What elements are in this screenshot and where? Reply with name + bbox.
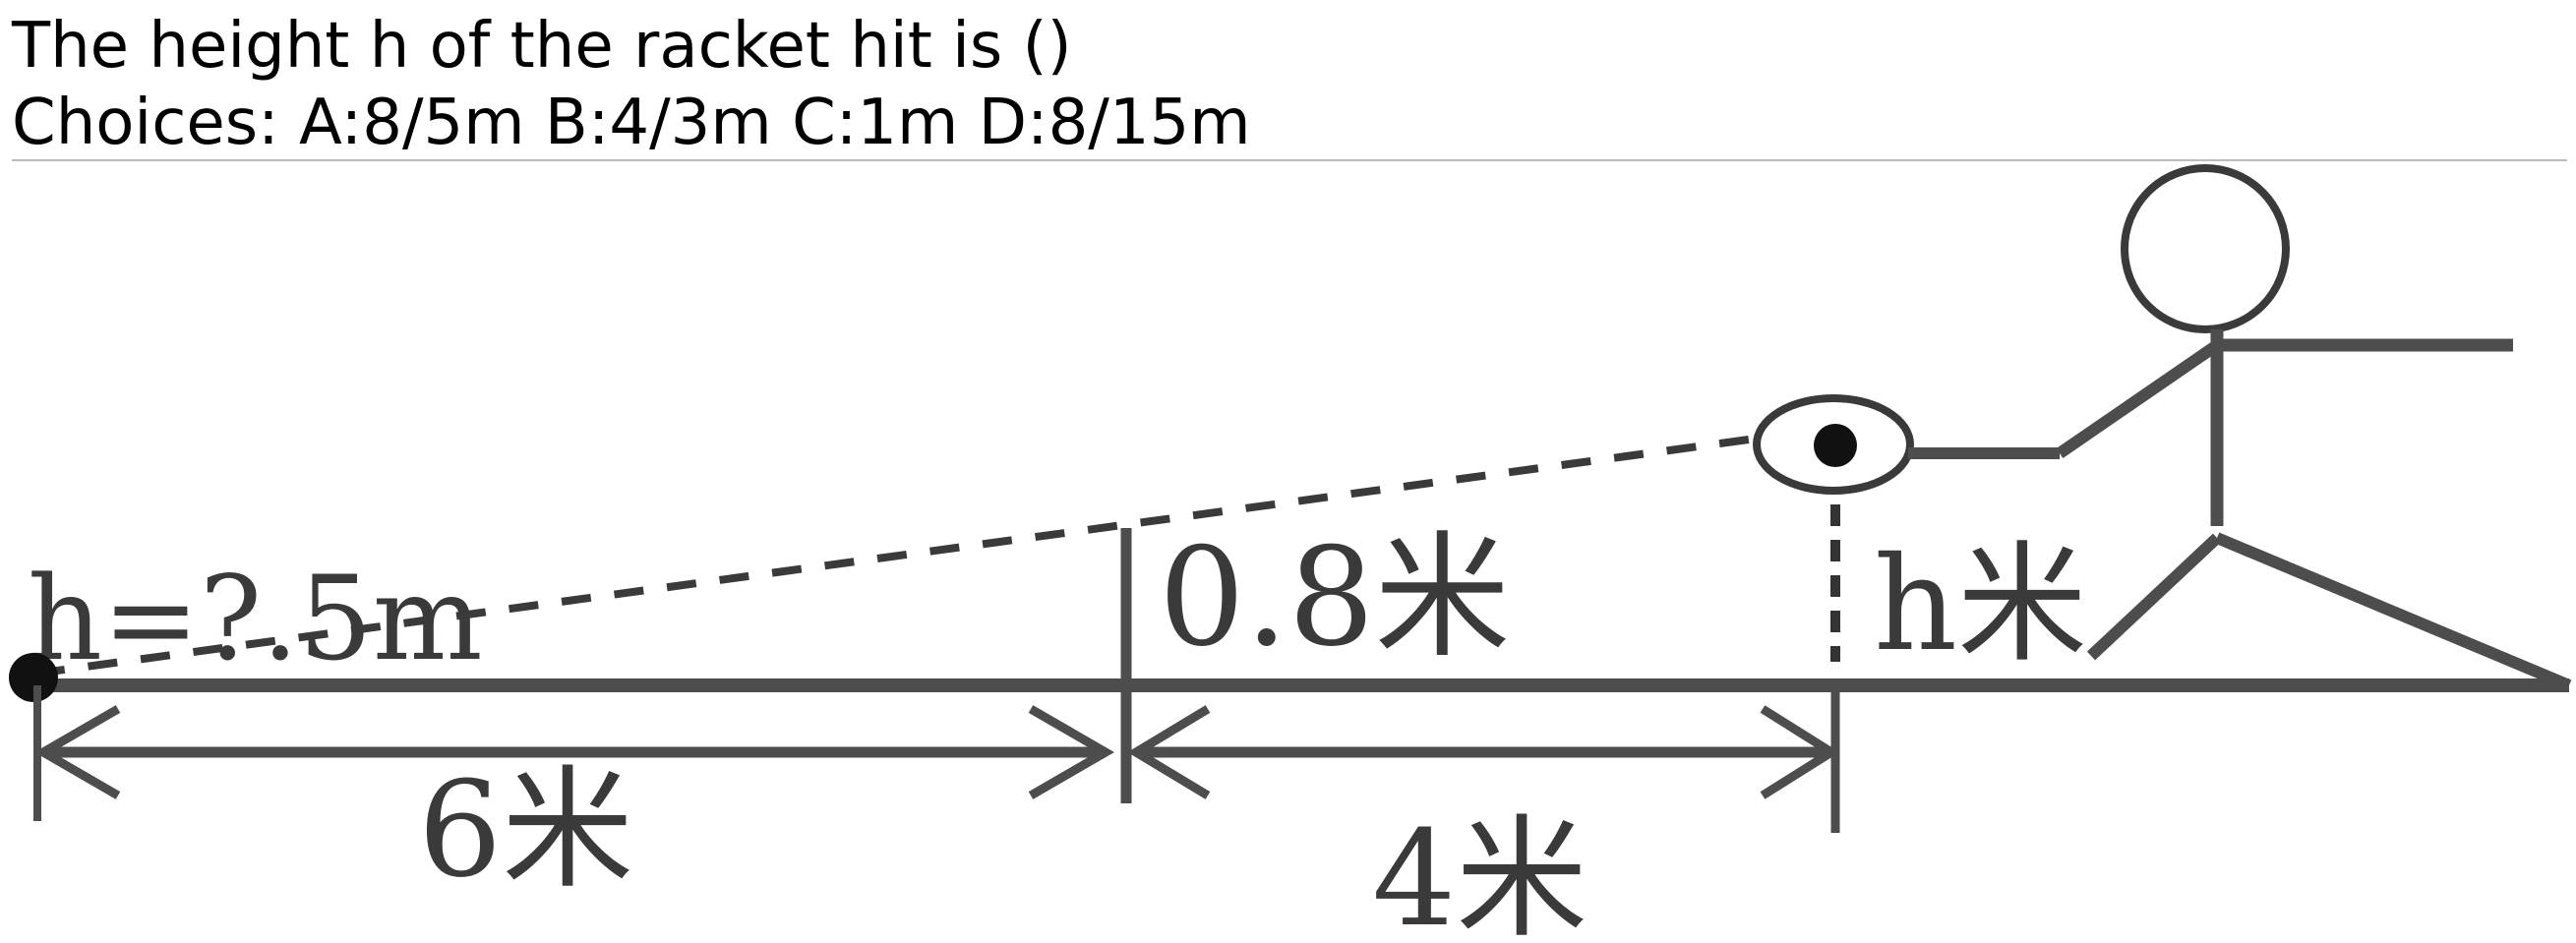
- net-height-label: 0.8米: [1159, 518, 1510, 677]
- left-distance-label: 6米: [418, 753, 633, 907]
- right-distance-label: 4米: [1372, 802, 1588, 943]
- divider: [12, 159, 2567, 161]
- figure-svg: h=?.5m 0.8米 h米 6米 4米: [9, 164, 2572, 943]
- person-right-leg: [2214, 532, 2572, 691]
- person-left-upper-arm: [2056, 340, 2221, 458]
- right-distance-arrowhead-end: [1760, 705, 1840, 799]
- ball: [9, 653, 58, 702]
- eye-outline: [1753, 394, 1914, 495]
- sight-line: [34, 435, 1757, 678]
- choices-text: Choices: A:8/5m B:4/3m C:1m D:8/15m: [12, 87, 1251, 159]
- eye-pupil: [1814, 424, 1857, 467]
- question-text: The height h of the racket hit is (): [12, 10, 1072, 83]
- person-head: [2121, 164, 2290, 333]
- left-distance-arrowhead-end: [1028, 705, 1114, 799]
- geometry-figure: h=?.5m 0.8米 h米 6米 4米: [0, 162, 2576, 943]
- question-block: The height h of the racket hit is () Cho…: [12, 8, 2559, 161]
- right-distance-arrowheadstart: [1127, 705, 1211, 799]
- hit-height-label: h米: [1874, 529, 2087, 680]
- person-left-leg: [2086, 533, 2222, 661]
- left-distance-arrowhead-start: [34, 705, 121, 799]
